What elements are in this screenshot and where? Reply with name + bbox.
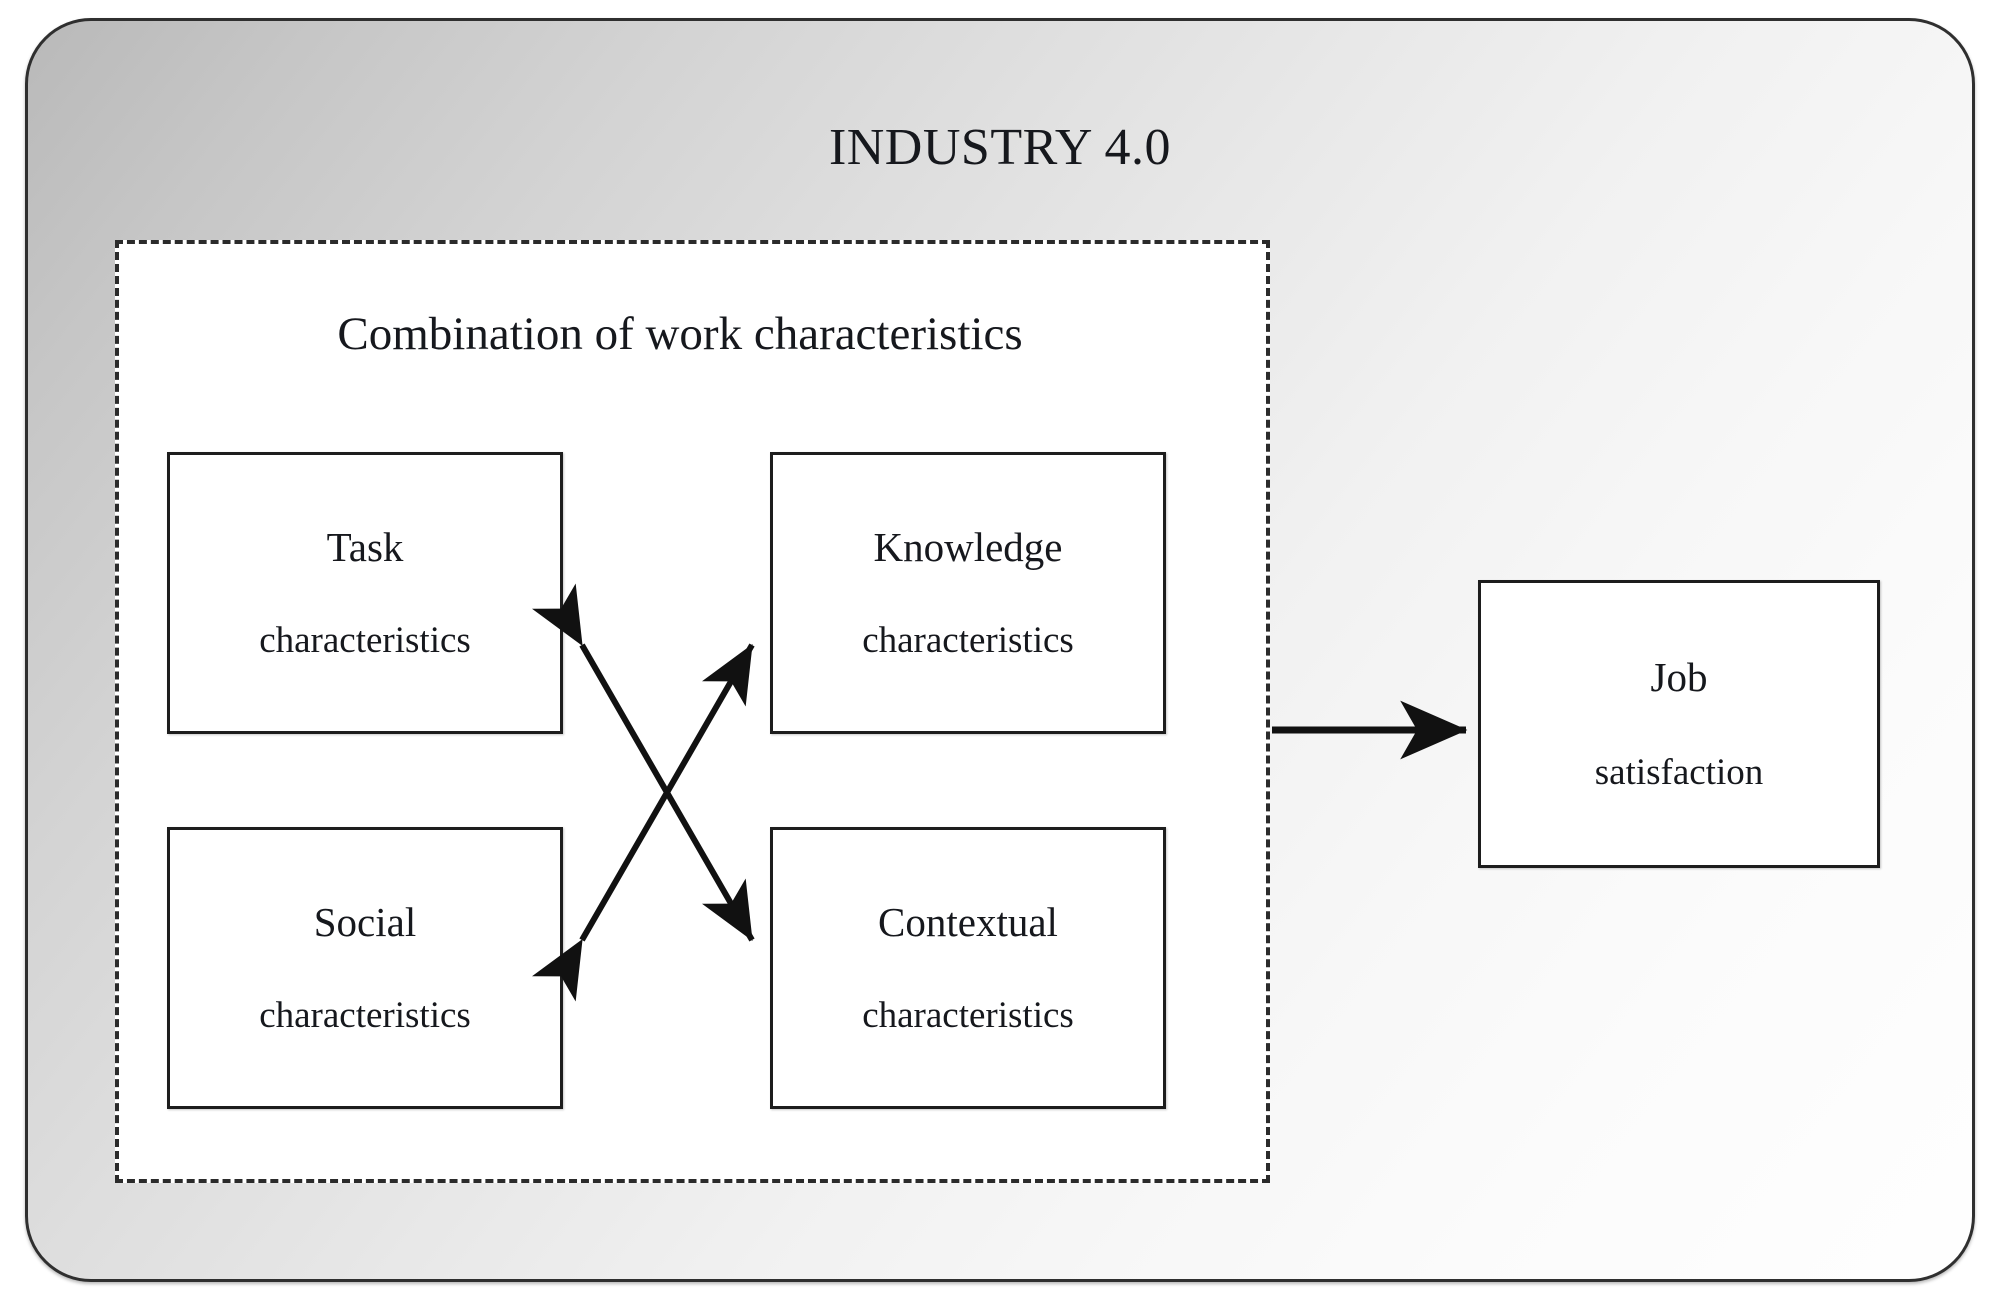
box-social-line2: characteristics (259, 995, 471, 1036)
box-job-satisfaction[interactable]: Job satisfaction (1478, 580, 1880, 868)
box-knowledge-line1: Knowledge (873, 524, 1063, 570)
frame-title: INDUSTRY 4.0 (828, 119, 1172, 176)
box-job-line1: Job (1650, 654, 1708, 700)
box-contextual-line1: Contextual (878, 899, 1058, 945)
box-job-line2: satisfaction (1594, 752, 1764, 793)
box-task-line2: characteristics (259, 620, 471, 661)
box-social-line1: Social (313, 899, 417, 945)
box-knowledge-characteristics[interactable]: Knowledge characteristics (770, 452, 1166, 734)
box-contextual-characteristics[interactable]: Contextual characteristics (770, 827, 1166, 1109)
box-knowledge-line2: characteristics (862, 620, 1074, 661)
combination-region-title: Combination of work characteristics (337, 308, 1023, 360)
box-task-characteristics[interactable]: Task characteristics (167, 452, 563, 734)
box-task-line1: Task (326, 524, 404, 570)
box-contextual-line2: characteristics (862, 995, 1074, 1036)
box-social-characteristics[interactable]: Social characteristics (167, 827, 563, 1109)
